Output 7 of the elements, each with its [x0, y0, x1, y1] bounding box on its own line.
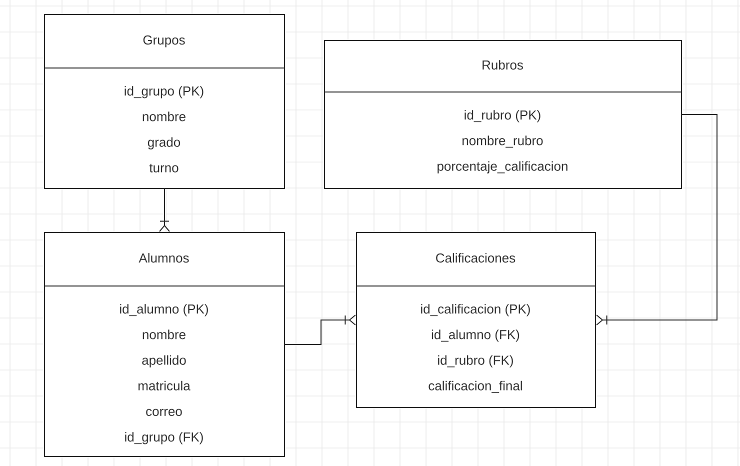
entity-box: Alumnos id_alumno (PK) nombre apellido matricula correo id_grupo (FK): [44, 232, 285, 457]
relationship-line: [596, 114, 718, 326]
entity-box: Calificaciones id_calificacion (PK) id_alumno (FK) id_rubro (FK) calificacion_final: [356, 232, 596, 408]
entity-box: Rubros id_rubro (PK) nombre_rubro porcentaje_calificacion: [324, 40, 682, 189]
relationship-line: [284, 314, 356, 345]
relationship-line: [159, 188, 170, 232]
entity-box: Grupos id_grupo (PK) nombre grado turno: [44, 14, 285, 189]
